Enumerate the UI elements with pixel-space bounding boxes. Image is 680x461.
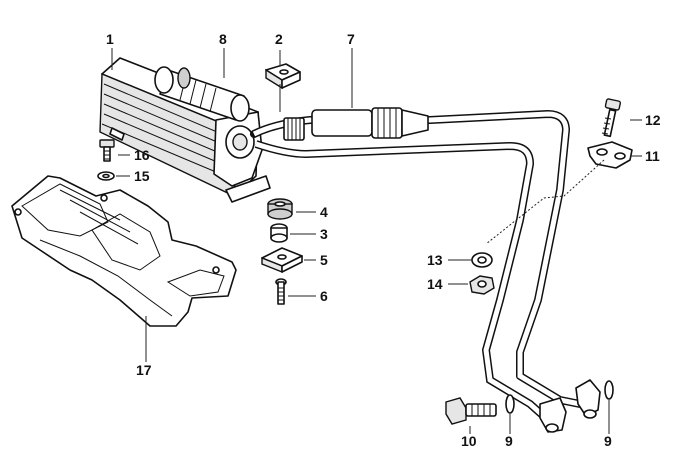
callout-17: 17 — [136, 362, 152, 378]
callout-6: 6 — [320, 288, 328, 304]
washer-13-part — [471, 252, 493, 268]
hose-clamp-11-part — [587, 141, 633, 169]
oil-hose-lower-part — [254, 140, 601, 433]
callout-labels: 1 2 3 4 5 6 7 8 9 9 10 11 12 13 14 15 16… — [106, 31, 661, 449]
sealing-ring-9b-part — [604, 380, 614, 400]
banjo-bolt-10-part — [445, 397, 497, 425]
callout-1: 1 — [106, 31, 114, 47]
bolt-16-part — [99, 139, 115, 162]
bolt-6-part — [275, 278, 287, 305]
callout-9a: 9 — [505, 433, 513, 449]
bushing-3-part — [270, 223, 288, 243]
callout-5: 5 — [320, 252, 328, 268]
callout-15: 15 — [134, 168, 150, 184]
callout-14: 14 — [427, 276, 443, 292]
sealing-ring-9a-part — [505, 394, 515, 414]
bracket-5-part — [261, 247, 303, 274]
leader-lines — [111, 48, 642, 434]
bolt-12-part — [601, 98, 622, 138]
callout-13: 13 — [427, 252, 443, 268]
callout-16: 16 — [134, 147, 150, 163]
heat-shield-part — [11, 175, 237, 327]
callout-3: 3 — [320, 226, 328, 242]
callout-9b: 9 — [604, 433, 612, 449]
callout-11: 11 — [645, 148, 660, 164]
nut-14-part — [469, 275, 495, 295]
grommet-4-part — [267, 198, 293, 220]
oil-hose-upper-part — [250, 107, 584, 408]
clip-nut-2-part — [265, 63, 301, 90]
callout-10: 10 — [461, 433, 477, 449]
callout-7: 7 — [347, 31, 355, 47]
callout-12: 12 — [645, 112, 661, 128]
callout-8: 8 — [219, 31, 227, 47]
callout-4: 4 — [320, 204, 328, 220]
cylinder-unit-8-part — [154, 66, 250, 122]
washer-15-part — [97, 171, 115, 181]
callout-2: 2 — [275, 31, 283, 47]
